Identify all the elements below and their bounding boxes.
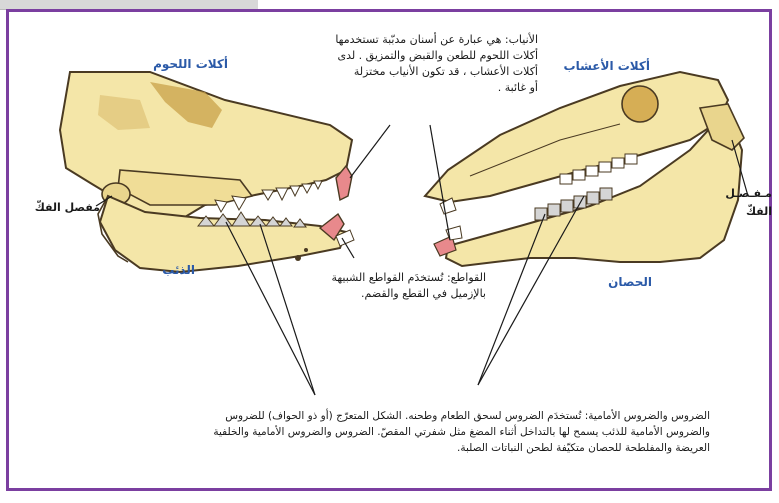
molars-note: الضروس والضروس الأمامية: تُستخدَم الضروس…: [110, 408, 710, 456]
wolf-label: الذئب: [135, 262, 195, 278]
wolf-skull: [60, 72, 354, 272]
jaw-joint-label-right-1: مـفـصـل: [712, 186, 772, 202]
horse-eye-socket: [622, 86, 658, 122]
jaw-joint-label-left: مفصل الفكّ: [20, 200, 100, 216]
incisors-note-line: القواطع: تُستخدَم القواطع الشبيهة: [296, 270, 486, 286]
horse-skull: [425, 72, 744, 266]
canines-note-line: أكلات اللحوم للطعن والقبض والتمزيق . لدى: [318, 48, 538, 64]
molars-note-line: الضروس والضروس الأمامية: تُستخدَم الضروس…: [110, 408, 710, 424]
molars-note-line: والضروس الأمامية للذئب يسمح لها بالتداخل…: [110, 424, 710, 440]
jaw-joint-label-right-2: الفكّ: [712, 204, 772, 220]
carnivores-label: أكلات اللحوم: [118, 56, 228, 72]
horse-label: الحصان: [592, 274, 652, 290]
incisors-note: القواطع: تُستخدَم القواطع الشبيهة بالإزم…: [296, 270, 486, 302]
canines-note-line: أو غائبة .: [318, 80, 538, 96]
canines-note: الأنياب: هي عبارة عن أسنان مدبّبة تستخدم…: [318, 32, 538, 96]
canines-note-line: الأنياب: هي عبارة عن أسنان مدبّبة تستخدم…: [318, 32, 538, 48]
molars-note-line: العريضة والمفلطحة للحصان متكيّفة لطحن ال…: [110, 440, 710, 456]
herbivores-label: أكلات الأعشاب: [540, 58, 650, 74]
canines-note-line: أكلات الأعشاب ، قد تكون الأنياب مختزلة: [318, 64, 538, 80]
incisors-note-line: بالإزميل في القطع والقضم.: [296, 286, 486, 302]
